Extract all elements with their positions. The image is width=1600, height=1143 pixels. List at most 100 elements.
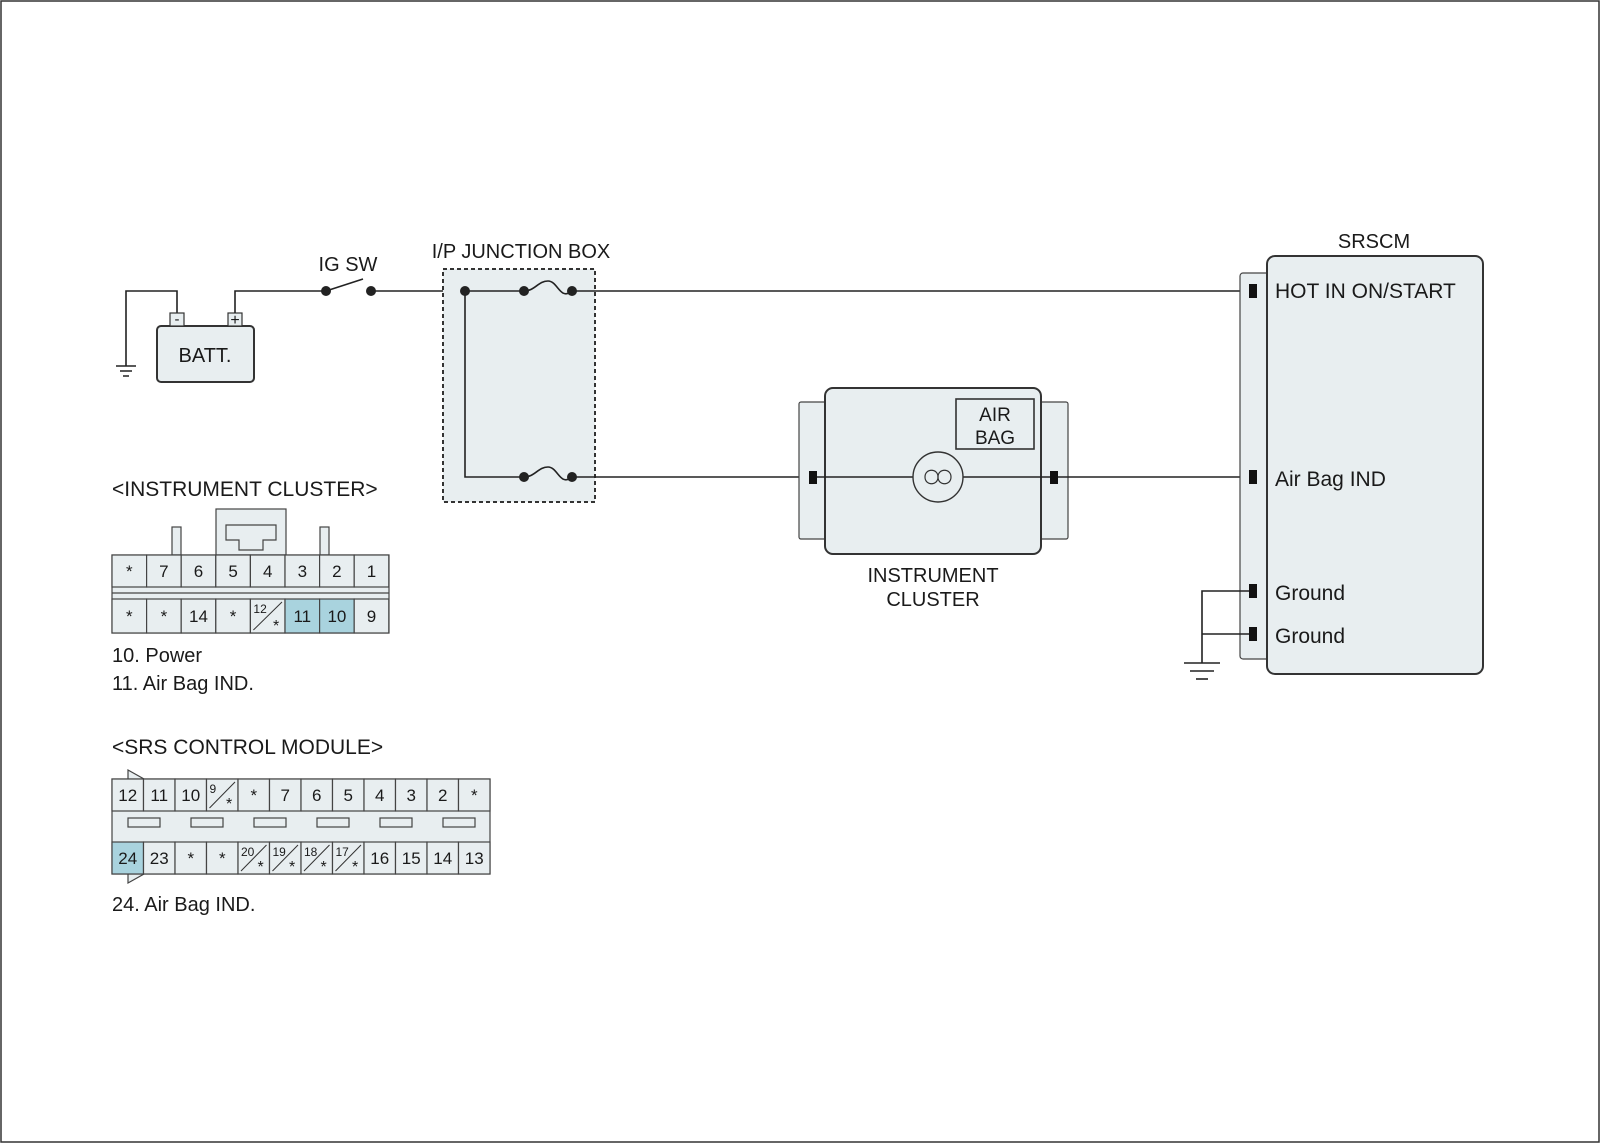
pin-cell	[394, 841, 428, 875]
pin-cell	[457, 778, 491, 812]
pin-cell	[284, 598, 321, 634]
connector-slot	[379, 817, 413, 828]
pin-label: 14	[433, 849, 452, 868]
connector-slot	[253, 817, 287, 828]
pin-cell	[205, 841, 239, 875]
srscm-body	[1266, 255, 1484, 675]
pin-cell	[249, 554, 286, 588]
cluster-label-2: CLUSTER	[886, 589, 979, 611]
connector-slot	[127, 817, 161, 828]
pin-label: 10	[181, 786, 200, 805]
cluster-connector-title: <INSTRUMENT CLUSTER>	[112, 478, 378, 501]
junction-box-outline	[442, 268, 596, 503]
fuse-upper	[523, 280, 573, 295]
pin-label: 4	[263, 562, 272, 581]
pin-label: *	[352, 859, 358, 876]
connector-latch-detail	[225, 524, 277, 551]
pin-label: 13	[465, 849, 484, 868]
pin-cell	[353, 598, 390, 634]
srscm-terminal-airbag-ind: Air Bag IND	[1275, 468, 1386, 491]
pin-cell	[180, 554, 217, 588]
pin-label: 15	[402, 849, 421, 868]
pin-label: *	[321, 859, 327, 876]
pin-label: 1	[367, 562, 376, 581]
pin-label: *	[289, 859, 295, 876]
pin-cell	[457, 841, 491, 875]
pin-cell	[111, 598, 148, 634]
pin-label: *	[226, 796, 232, 813]
pin-cell	[426, 778, 460, 812]
pin-label: *	[273, 618, 279, 635]
pin-label: 12	[253, 602, 267, 616]
lamp-filament	[924, 469, 952, 485]
airbag-warning-text-1: AIR	[979, 405, 1011, 426]
srscm-terminal-ground-1: Ground	[1275, 582, 1345, 605]
pin-cell	[353, 554, 390, 588]
pin-label: *	[250, 786, 257, 805]
cluster-label-1: INSTRUMENT	[867, 565, 998, 587]
pin-label: *	[126, 607, 133, 626]
pin-label: *	[230, 607, 237, 626]
srscm-pin-hot	[1249, 284, 1257, 298]
battery-ground-wire	[125, 290, 178, 366]
battery-label: BATT.	[179, 345, 232, 367]
pin-cell	[426, 841, 460, 875]
battery-body	[156, 325, 255, 383]
pin-divider	[209, 781, 236, 809]
pin-divider	[253, 601, 283, 631]
junction-box: I/P JUNCTION BOX	[432, 241, 611, 503]
pin-label: 6	[194, 562, 203, 581]
cluster-pin-right	[1050, 471, 1058, 484]
connector-tab	[171, 526, 182, 556]
pin-label: 10	[327, 607, 346, 626]
pin-label: *	[126, 562, 133, 581]
cluster-note-2: 11. Air Bag IND.	[112, 673, 254, 695]
pin-label: *	[161, 607, 168, 626]
pin-label: 18	[304, 845, 318, 859]
pin-label: 14	[189, 607, 208, 626]
fuse-lower	[523, 466, 573, 481]
battery-to-ig-wire	[234, 290, 326, 313]
srscm-terminal-hot: HOT IN ON/START	[1275, 280, 1456, 303]
pin-label: 2	[332, 562, 341, 581]
airbag-warning-box	[955, 398, 1035, 450]
srs-note-1: 24. Air Bag IND.	[112, 894, 255, 916]
pin-cell	[174, 841, 208, 875]
pin-label: 20	[241, 845, 255, 859]
battery: - + BATT.	[116, 290, 255, 383]
pin-cell	[300, 778, 334, 812]
pin-label: 12	[118, 786, 137, 805]
pin-label: *	[471, 786, 478, 805]
srscm: SRSCM HOT IN ON/START Air Bag IND Ground…	[1184, 231, 1484, 680]
srscm-title: SRSCM	[1338, 231, 1410, 253]
pin-label: 7	[281, 786, 290, 805]
pin-label: 11	[150, 786, 168, 805]
ig-switch-label: IG SW	[319, 254, 378, 276]
pin-label: 9	[210, 782, 217, 796]
pin-cell	[142, 778, 176, 812]
pin-divider	[240, 844, 267, 872]
pin-label: 19	[273, 845, 287, 859]
pin-label: 11	[293, 607, 311, 626]
pin-label: *	[219, 849, 226, 868]
srs-connector-title: <SRS CONTROL MODULE>	[112, 736, 383, 759]
pin-cell	[215, 598, 252, 634]
airbag-warning-text-2: BAG	[975, 428, 1015, 449]
pin-label: 3	[298, 562, 307, 581]
pin-label: 16	[370, 849, 389, 868]
pin-label: 24	[118, 849, 137, 868]
ground-wire	[1201, 590, 1249, 663]
pin-cell	[284, 554, 321, 588]
instrument-cluster: AIR BAG INSTRUMENT CLUSTER	[798, 387, 1069, 611]
cluster-note-1: 10. Power	[112, 645, 202, 667]
pin-cell	[146, 598, 182, 634]
connector-tab	[319, 526, 330, 556]
pin-cell	[319, 554, 355, 588]
pin-cell	[142, 841, 176, 875]
junction-box-label: I/P JUNCTION BOX	[432, 241, 611, 263]
pin-cell	[111, 554, 148, 588]
pin-label: *	[258, 859, 264, 876]
pin-cell	[268, 778, 302, 812]
